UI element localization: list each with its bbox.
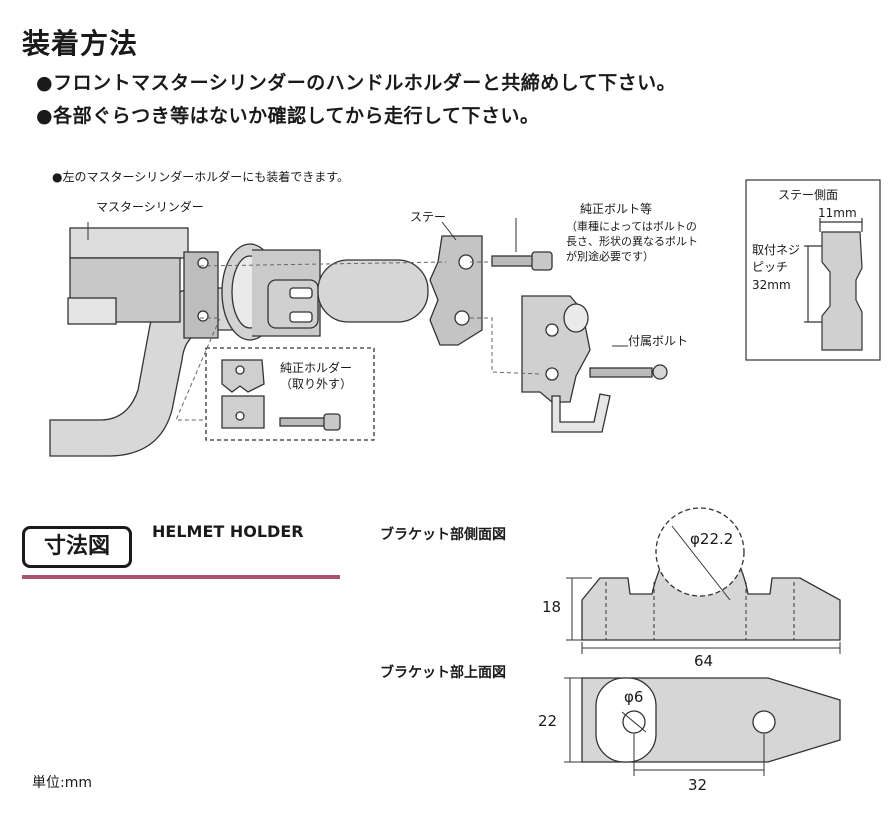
oem-bolt-note-line-3: が別途必要です） [566, 249, 654, 263]
instruction-bullet-1: ●フロントマスターシリンダーのハンドルホルダーと共締めして下さい。 [36, 72, 677, 94]
stay-side-profile [821, 231, 863, 351]
master-cylinder-lever [67, 297, 117, 325]
unit-label: 単位:mm [32, 775, 92, 791]
stay-label: ステー [410, 210, 447, 224]
pitch-label: 取付ネジ ピッチ 32mm [752, 242, 800, 294]
top-height-label: 22 [538, 712, 558, 730]
pitch-value: 32mm [752, 277, 791, 292]
section-underline [22, 575, 340, 579]
side-diameter-label: φ22.2 [690, 530, 734, 548]
dimension-section-badge: 寸法図 [22, 526, 132, 568]
side-height-label: 18 [542, 598, 562, 616]
included-bolt [589, 367, 653, 378]
pitch-label-line-1: 取付ネジ [752, 243, 801, 257]
stay-side-panel [745, 179, 881, 361]
handlebar-end [317, 259, 429, 323]
stay-width-dimension: 11mm [818, 206, 857, 220]
oem-bolt-label: 純正ボルト等 [580, 202, 653, 216]
master-cylinder-label: マスターシリンダー [96, 200, 204, 214]
product-name: HELMET HOLDER [152, 522, 304, 541]
page-title: 装着方法 [22, 27, 139, 60]
top-pitch-label: 32 [688, 776, 708, 794]
side-width-label: 64 [694, 652, 714, 670]
stay-part [429, 235, 483, 346]
included-bolt-label: 付属ボルト [628, 334, 689, 348]
top-hole-label: φ6 [624, 688, 644, 706]
oem-bolt [491, 255, 537, 267]
stay-side-title: ステー側面 [778, 188, 839, 202]
oem-holder-label-line-2: （取り外す） [280, 377, 353, 392]
helmet-hook [551, 393, 611, 433]
oem-holder-label-line-1: 純正ホルダー [280, 361, 353, 375]
key-cylinder [563, 303, 589, 333]
top-view-title: ブラケット部上面図 [380, 665, 506, 681]
instruction-bullet-2: ●各部ぐらつき等はないか確認してから走行して下さい。 [36, 105, 540, 127]
oem-holder-label: 純正ホルダー （取り外す） [280, 360, 352, 392]
oem-bolt-note-line-1: （車種によってはボルトの [566, 220, 697, 233]
mount-note: ●左のマスターシリンダーホルダーにも装着できます。 [52, 170, 350, 184]
side-view-title: ブラケット部側面図 [380, 527, 506, 543]
master-cylinder-clamp [183, 251, 219, 339]
oem-holder [221, 359, 265, 393]
mount-hole-right [752, 710, 776, 734]
bar-bore-circle [655, 507, 745, 597]
oem-bolt-note-line-2: 長さ、形状の異なるボルト [566, 234, 698, 248]
removed-bolt [279, 417, 327, 427]
oem-bolt-note: （車種によってはボルトの 長さ、形状の異なるボルト が別途必要です） [566, 220, 698, 265]
oem-holder-box [205, 347, 375, 441]
pitch-label-line-2: ピッチ [752, 260, 789, 275]
